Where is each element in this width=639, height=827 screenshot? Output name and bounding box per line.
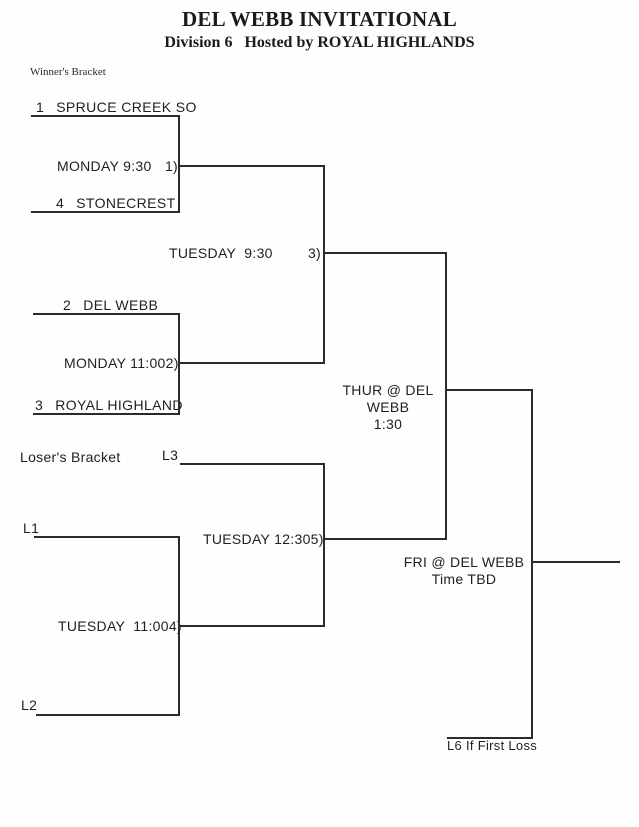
team-slot-seed4: 4 STONECREST xyxy=(56,196,176,211)
if-necessary-game-label: FRI @ DEL WEBB Time TBD xyxy=(402,554,526,588)
game-2-bracket-line xyxy=(178,313,180,415)
game-schedule: TUESDAY 12:30 xyxy=(203,531,311,547)
l2-slot-line xyxy=(36,714,180,716)
game-3-label: TUESDAY 9:30 3) xyxy=(169,245,321,261)
if-necessary-time: Time TBD xyxy=(431,571,497,587)
team-name: ROYAL HIGHLAND xyxy=(55,397,183,413)
page-title: DEL WEBB INVITATIONAL xyxy=(182,7,457,31)
game-4-winner-connector xyxy=(178,625,325,627)
game-schedule: TUESDAY 9:30 xyxy=(169,245,273,261)
game-2-winner-connector xyxy=(178,362,325,364)
loser-slot-l1: L1 xyxy=(23,520,40,536)
game-number: 5) xyxy=(310,531,324,547)
game-5-bracket-line xyxy=(323,463,325,627)
loser-slot-l6: L6 If First Loss xyxy=(447,738,538,753)
l1-slot-line xyxy=(34,536,180,538)
losers-bracket-label: Loser's Bracket xyxy=(20,449,121,465)
loser-slot-l2: L2 xyxy=(21,697,38,713)
if-necessary-venue: FRI @ DEL WEBB xyxy=(403,554,525,570)
if-necessary-winner-connector xyxy=(531,561,620,563)
team-name: SPRUCE CREEK SO xyxy=(56,99,197,115)
loser-slot-l3: L3 xyxy=(162,447,179,463)
game-3-bracket-line xyxy=(323,165,325,364)
team-seed: 2 xyxy=(63,297,72,313)
seed4-slot-line xyxy=(31,211,180,213)
championship-game-label: THUR @ DEL WEBB 1:30 xyxy=(330,382,446,433)
team-name: STONECREST xyxy=(76,195,176,211)
if-necessary-bracket-line xyxy=(531,389,533,739)
game-5-label: TUESDAY 12:30 5) xyxy=(203,531,324,547)
seed2-slot-line xyxy=(33,313,180,315)
championship-connector xyxy=(445,389,533,391)
team-name: DEL WEBB xyxy=(83,297,159,313)
game-number: 1) xyxy=(164,158,178,174)
game-3-winner-connector xyxy=(323,252,447,254)
game-4-bracket-line xyxy=(178,536,180,716)
game-number: 2) xyxy=(165,355,179,371)
championship-venue: THUR @ DEL WEBB xyxy=(342,382,434,415)
l6-slot-line xyxy=(447,737,533,739)
game-5-winner-connector xyxy=(323,538,447,540)
game-schedule: MONDAY 11:00 xyxy=(64,355,166,371)
game-4-label: TUESDAY 11:00 4) xyxy=(58,618,182,634)
team-seed: 3 xyxy=(35,397,44,413)
page-subtitle: Division 6 Hosted by ROYAL HIGHLANDS xyxy=(164,34,475,51)
team-seed: 4 xyxy=(56,195,65,211)
team-slot-seed2: 2 DEL WEBB xyxy=(63,298,158,313)
seed3-slot-line xyxy=(33,413,180,415)
l3-slot-line xyxy=(180,463,325,465)
team-slot-seed3: 3 ROYAL HIGHLAND xyxy=(35,398,183,413)
team-seed: 1 xyxy=(36,99,45,115)
championship-bracket-line xyxy=(445,252,447,540)
winners-bracket-label: Winner's Bracket xyxy=(30,66,106,78)
team-slot-seed1: 1 SPRUCE CREEK SO xyxy=(36,100,197,115)
game-2-label: MONDAY 11:00 2) xyxy=(64,355,178,371)
game-1-label: MONDAY 9:30 1) xyxy=(57,158,178,174)
championship-time: 1:30 xyxy=(373,416,403,432)
game-1-winner-connector xyxy=(178,165,325,167)
game-schedule: MONDAY 9:30 xyxy=(57,158,152,174)
game-1-bracket-line xyxy=(178,115,180,213)
game-number: 3) xyxy=(307,245,321,261)
game-schedule: TUESDAY 11:00 xyxy=(58,618,169,634)
seed1-slot-line xyxy=(31,115,180,117)
